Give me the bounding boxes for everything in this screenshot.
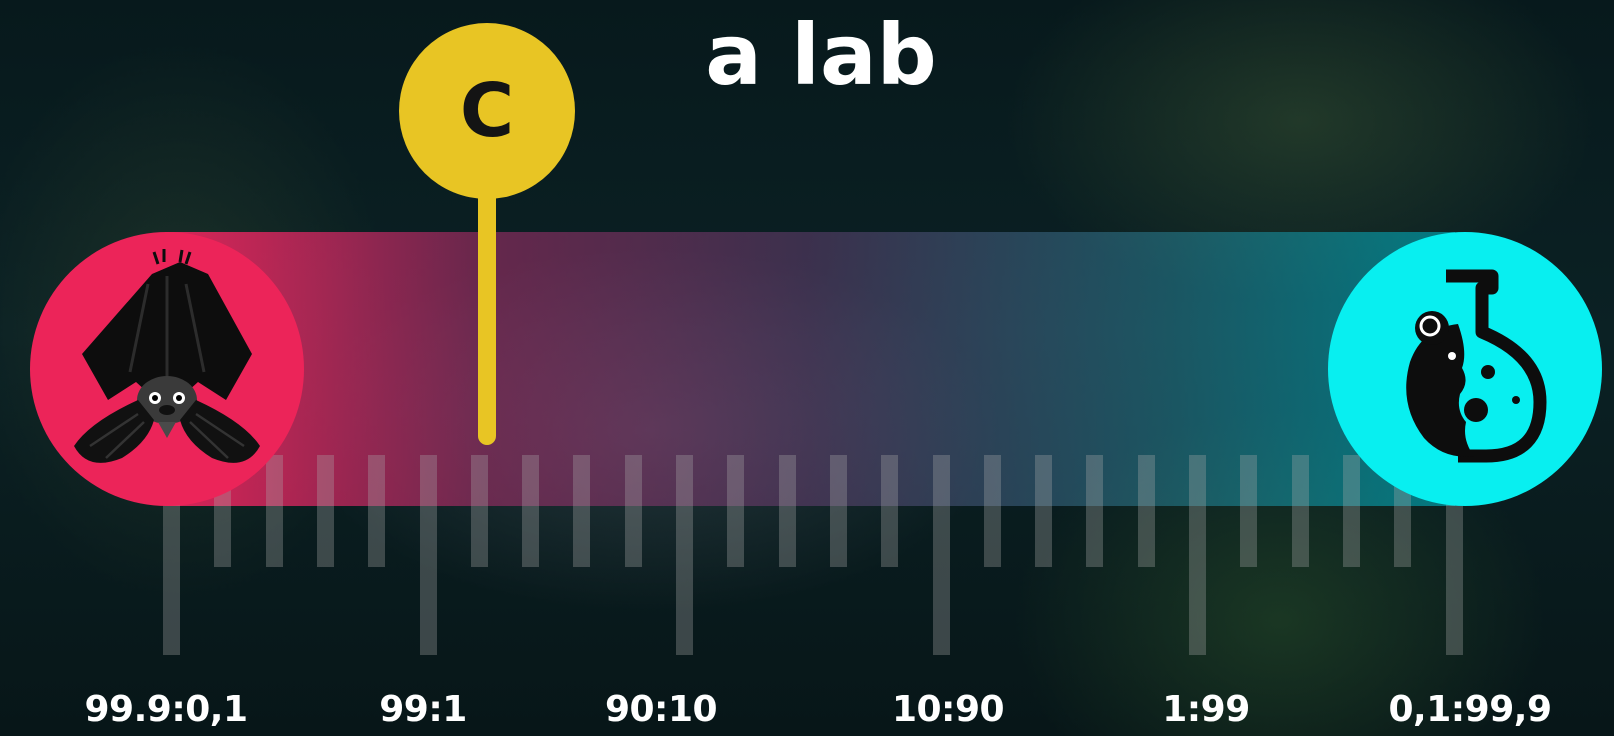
minor-tick xyxy=(1291,455,1309,567)
major-tick xyxy=(1189,455,1206,655)
marker-pin-c[interactable]: C xyxy=(399,23,575,199)
page-title: a lab xyxy=(705,6,937,104)
marker-stem[interactable] xyxy=(478,185,496,445)
scale-label: 99.9:0,1 xyxy=(84,689,249,730)
minor-tick xyxy=(778,455,796,567)
scale-label: 1:99 xyxy=(1162,689,1250,730)
major-tick xyxy=(932,455,950,655)
minor-tick xyxy=(727,455,745,567)
minor-tick xyxy=(881,455,899,567)
minor-tick xyxy=(983,455,1001,567)
minor-tick xyxy=(522,455,540,567)
minor-tick xyxy=(470,455,488,567)
mouse-in-flask-icon xyxy=(1406,269,1547,463)
minor-tick xyxy=(829,455,847,567)
minor-tick xyxy=(624,455,642,567)
minor-tick xyxy=(316,455,334,567)
scale-label: 99:1 xyxy=(379,689,467,730)
major-tick xyxy=(676,455,693,655)
marker-letter: C xyxy=(459,68,515,154)
scale-label: 90:10 xyxy=(604,689,718,730)
minor-tick xyxy=(1342,455,1360,567)
minor-tick xyxy=(265,455,283,567)
minor-tick xyxy=(1240,455,1258,567)
minor-tick xyxy=(1086,455,1104,567)
major-tick xyxy=(419,455,437,655)
gradient-scale-band xyxy=(165,232,1455,506)
right-endpoint xyxy=(1328,232,1602,506)
scale-label: 0,1:99,9 xyxy=(1388,689,1553,730)
minor-tick xyxy=(1035,455,1053,567)
left-endpoint xyxy=(30,232,304,506)
scale-label: 10:90 xyxy=(891,689,1005,730)
minor-tick xyxy=(1137,455,1155,567)
bat-icon xyxy=(74,249,260,463)
minor-tick xyxy=(573,455,591,567)
minor-tick xyxy=(368,455,386,567)
